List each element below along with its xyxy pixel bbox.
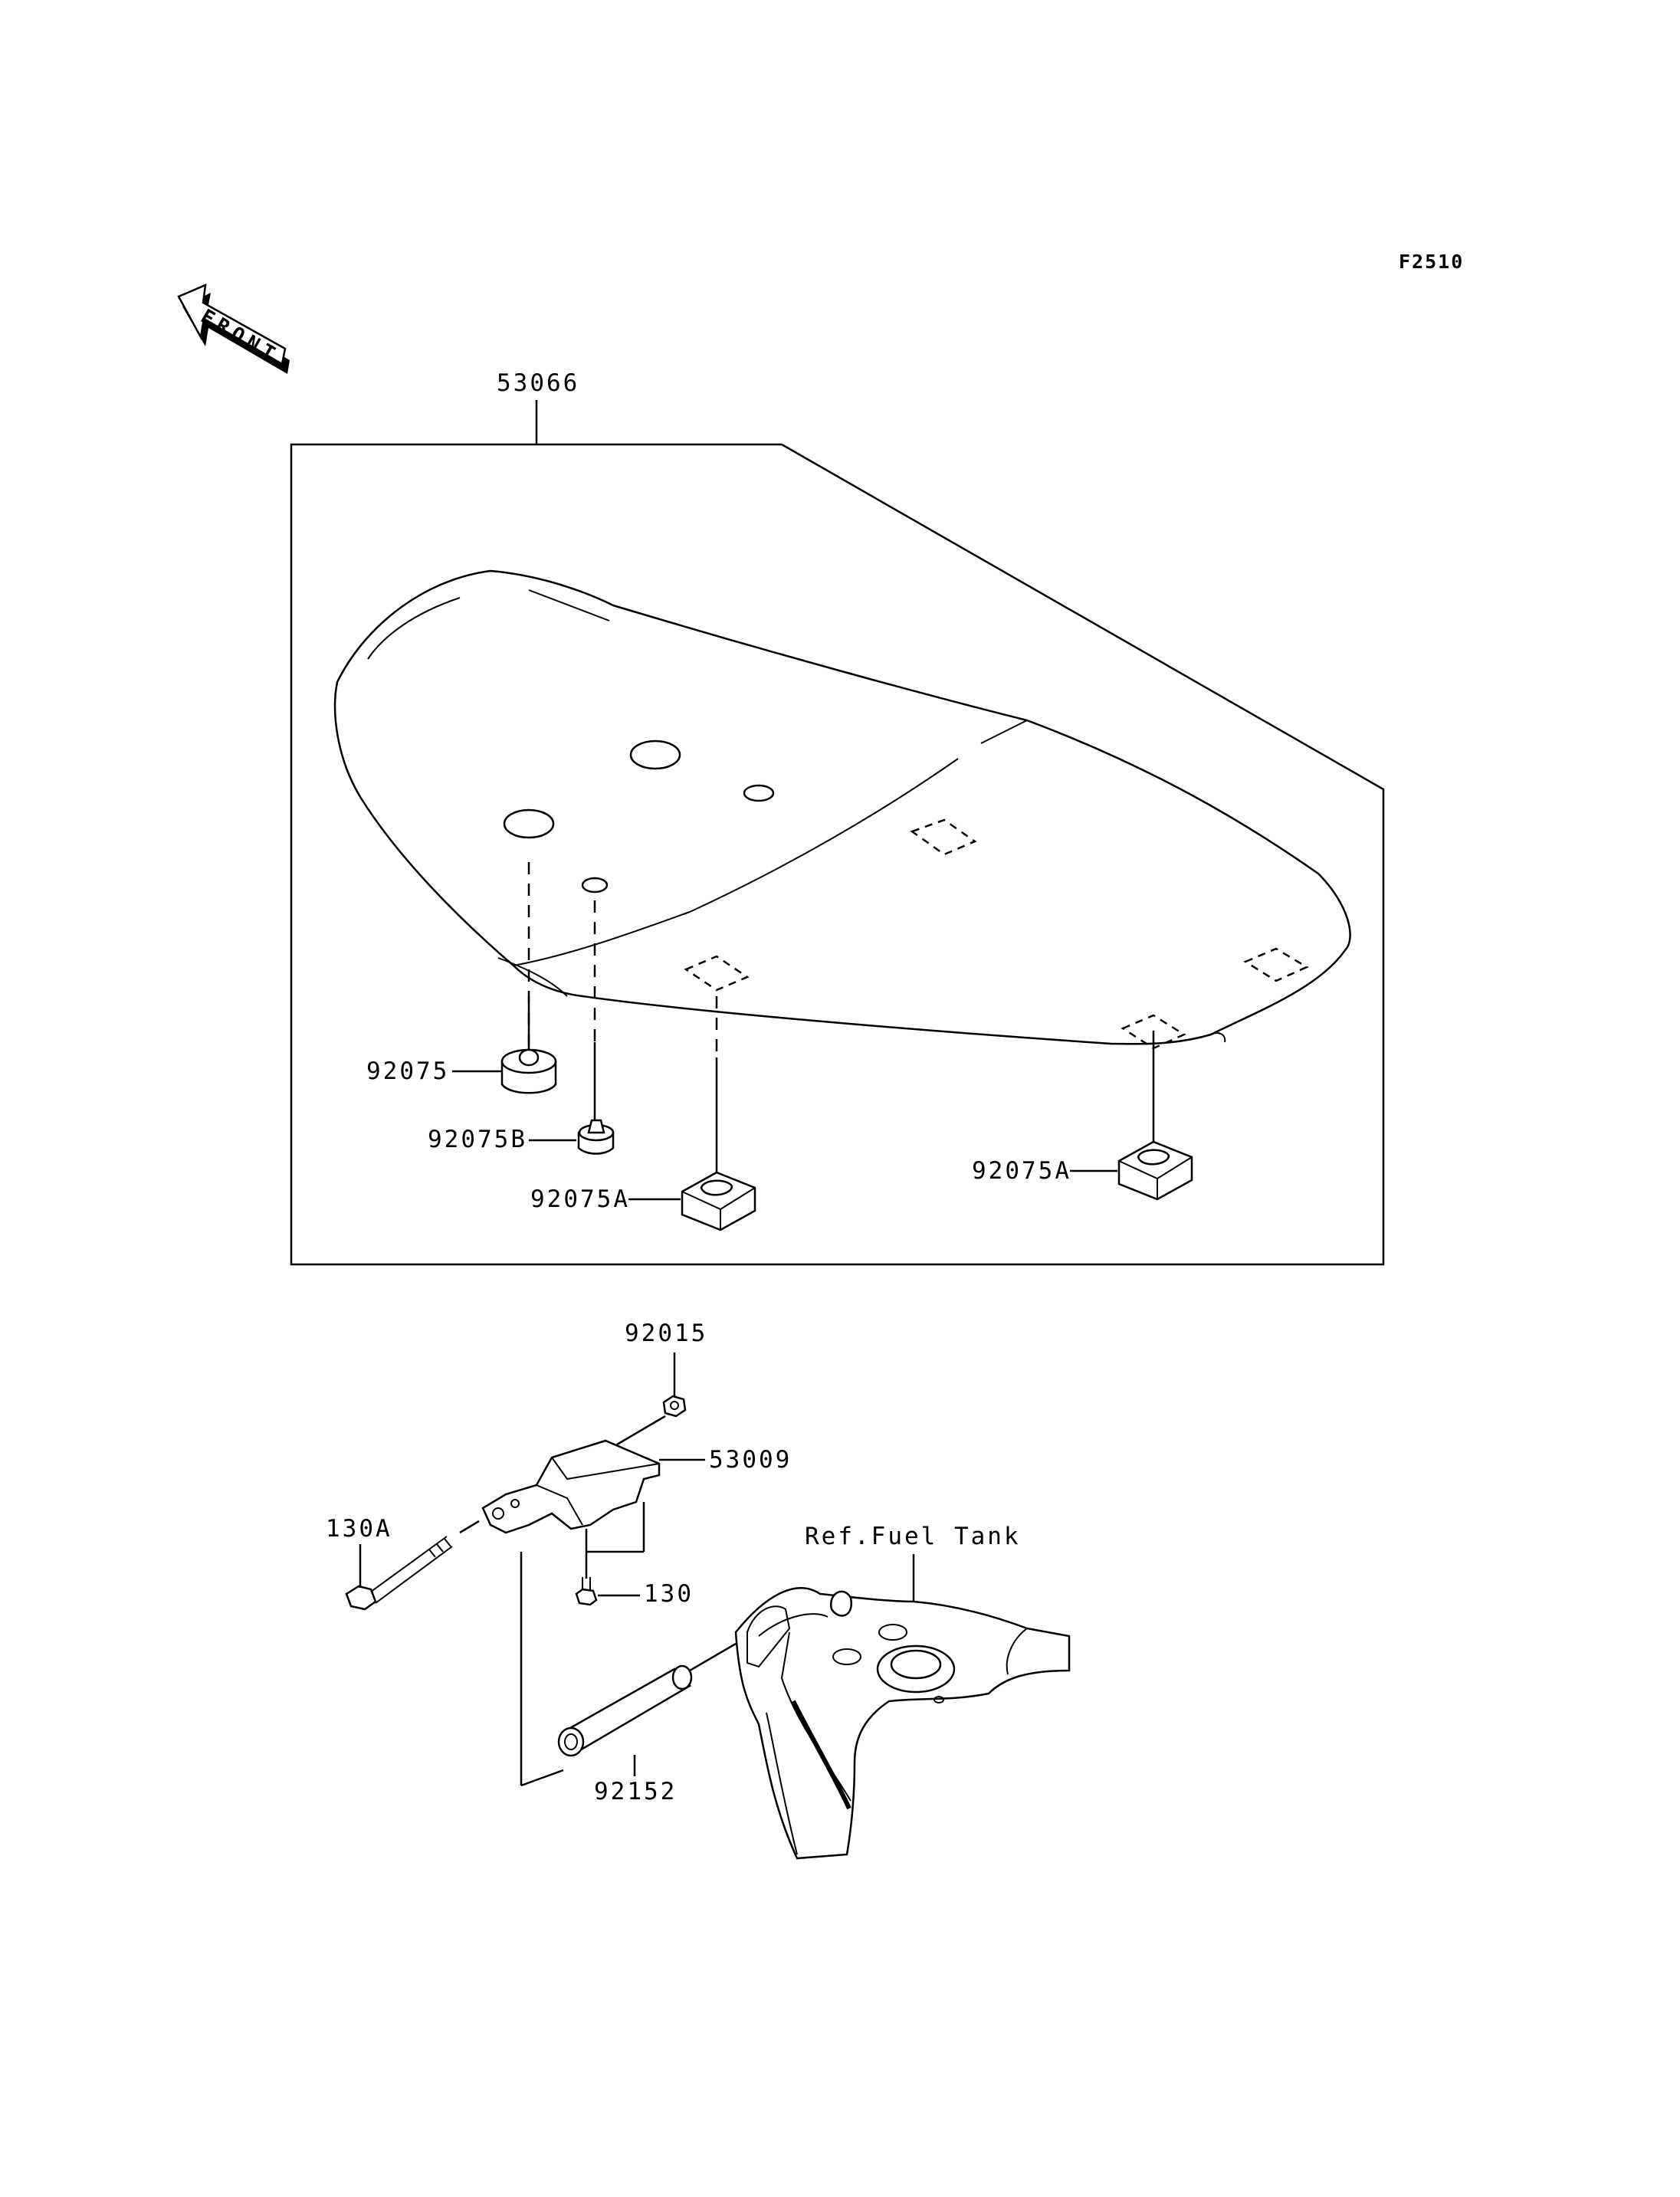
callout-53009: 53009 — [709, 1446, 792, 1474]
callout-92152: 92152 — [594, 1778, 677, 1805]
callout-130a: 130A — [326, 1515, 392, 1543]
callout-92015: 92015 — [625, 1320, 707, 1347]
fuel-tank-ref-label: Ref.Fuel Tank — [805, 1523, 1021, 1550]
callout-92075b: 92075B — [428, 1126, 527, 1153]
callout-92075a-left: 92075A — [530, 1185, 630, 1213]
collar-92152 — [557, 1664, 693, 1757]
figure-code: F2510 — [1399, 251, 1464, 273]
bolt-130a — [345, 1536, 453, 1611]
damper-92075a-right — [1117, 1140, 1193, 1201]
damper-92075 — [500, 996, 557, 1094]
callout-92075: 92075 — [366, 1058, 449, 1085]
front-arrow-icon: FRONT — [177, 283, 290, 374]
bracket-53009 — [481, 1439, 661, 1534]
damper-92075b — [577, 1042, 615, 1155]
callout-53066: 53066 — [497, 369, 579, 397]
seat-assembly-frame — [290, 400, 1385, 1266]
nut-92015 — [662, 1395, 687, 1418]
callout-130: 130 — [644, 1580, 694, 1608]
fuel-tank-reference — [734, 1587, 1071, 1860]
bolt-130 — [575, 1502, 645, 1606]
callout-92075a-right: 92075A — [972, 1157, 1071, 1185]
seat — [333, 569, 1351, 1050]
damper-92075a-left — [681, 1171, 756, 1231]
front-label: FRONT — [197, 305, 284, 369]
